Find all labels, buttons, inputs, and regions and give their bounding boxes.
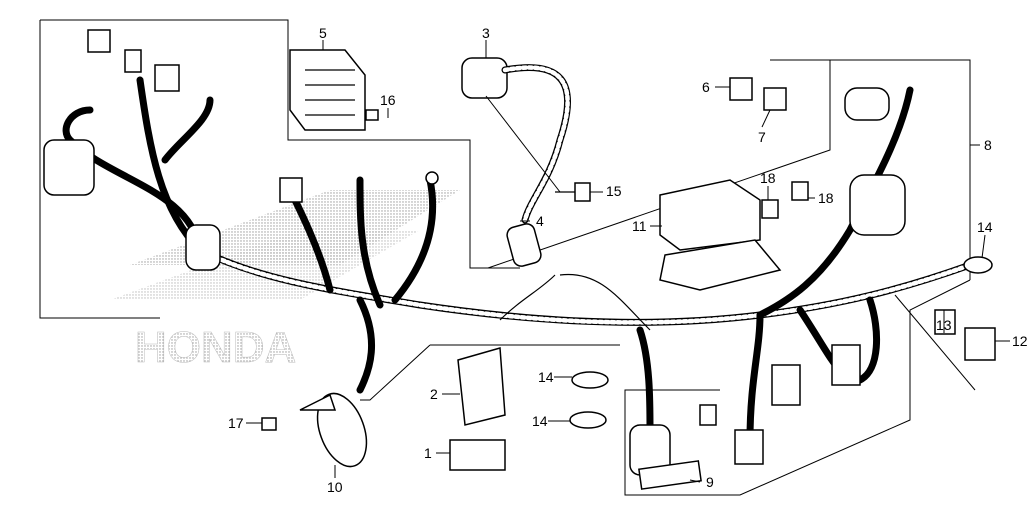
callout-14-right[interactable]: 14 — [977, 219, 993, 235]
callout-15[interactable]: 15 — [606, 183, 622, 199]
callout-9[interactable]: 9 — [706, 474, 714, 490]
callout-1[interactable]: 1 — [424, 445, 432, 461]
part-fuse-box — [659, 179, 809, 291]
part-cdi-unit — [449, 347, 506, 471]
callout-labels: 1 2 3 4 5 6 7 8 9 10 11 12 13 14 14 14 1… — [228, 25, 1028, 495]
watermark-text: HONDA — [135, 323, 296, 372]
callout-10[interactable]: 10 — [327, 479, 343, 495]
callout-14-lower[interactable]: 14 — [532, 413, 548, 429]
part-small-relays-right — [934, 256, 996, 361]
part-bands — [569, 371, 609, 429]
part-regulator-rectifier — [289, 49, 379, 131]
callout-7[interactable]: 7 — [758, 129, 766, 145]
callout-3[interactable]: 3 — [482, 25, 490, 41]
group-outlines — [39, 19, 976, 496]
part-relays-top — [729, 77, 906, 236]
connectors-top-left — [43, 29, 439, 271]
callout-17[interactable]: 17 — [228, 415, 244, 431]
callout-18-left[interactable]: 18 — [760, 170, 776, 186]
leader-lines — [246, 40, 1010, 483]
callout-8[interactable]: 8 — [984, 137, 992, 153]
part-horn — [261, 392, 368, 468]
part-lower-connectors — [629, 344, 861, 490]
callout-14-upper[interactable]: 14 — [538, 369, 554, 385]
callout-6[interactable]: 6 — [702, 79, 710, 95]
callout-11[interactable]: 11 — [632, 218, 647, 234]
callout-13[interactable]: 13 — [936, 317, 952, 333]
callout-5[interactable]: 5 — [319, 25, 327, 41]
callout-18-right[interactable]: 18 — [818, 190, 834, 206]
callout-16[interactable]: 16 — [380, 92, 396, 108]
callout-12[interactable]: 12 — [1012, 333, 1028, 349]
callout-4[interactable]: 4 — [536, 213, 544, 229]
callout-2[interactable]: 2 — [430, 386, 438, 402]
part-ignition-coil — [461, 57, 591, 267]
